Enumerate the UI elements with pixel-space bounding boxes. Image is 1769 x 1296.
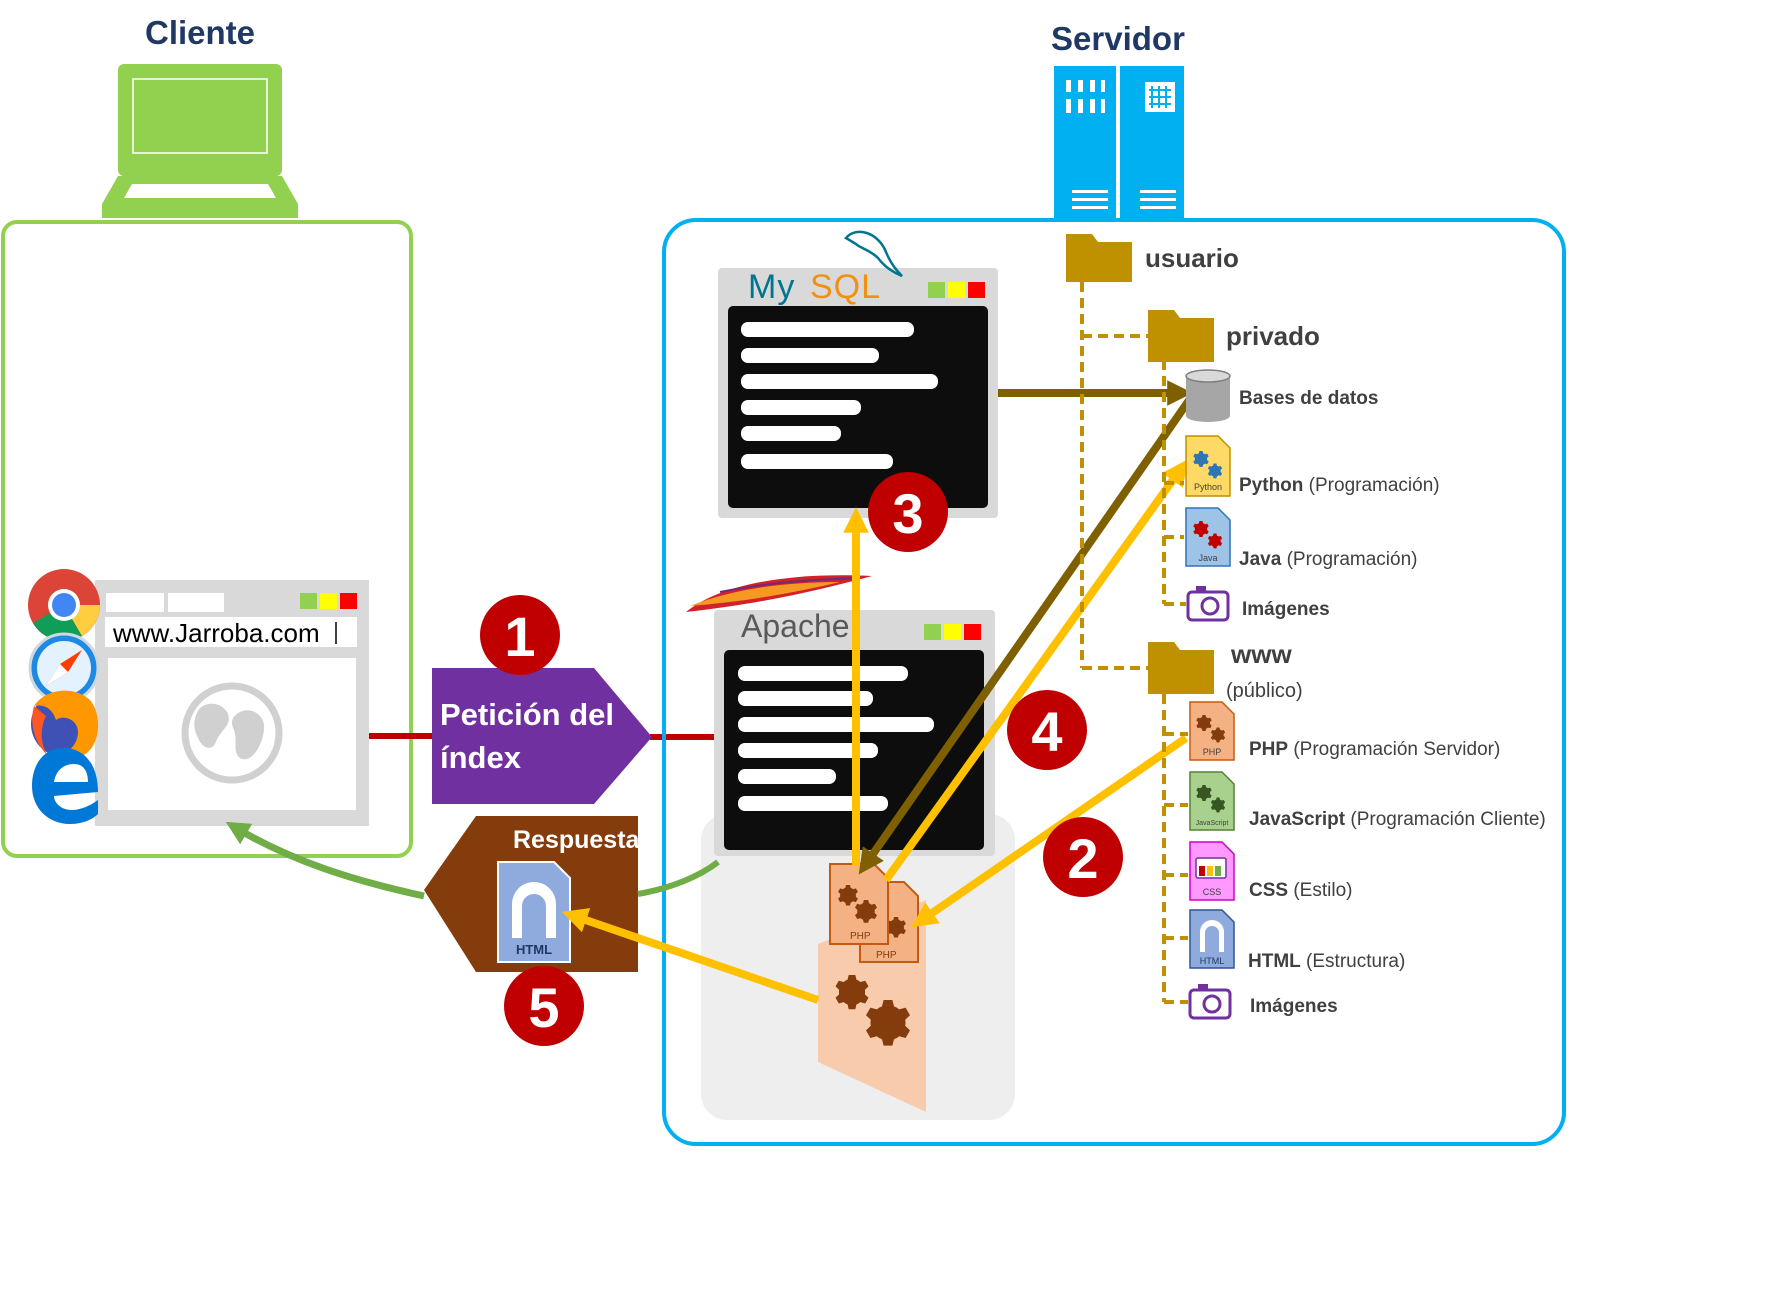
file-java-name: Java (1239, 549, 1282, 570)
step-5-badge: 5 (504, 966, 584, 1046)
step-3-badge: 3 (868, 472, 948, 552)
html-source-file-icon: HTML (1189, 909, 1235, 969)
step-3-number: 3 (892, 482, 923, 545)
mysql-label-my: My (748, 268, 795, 306)
database-icon (1185, 369, 1231, 422)
file-php-label: PHP (Programación Servidor) (1249, 739, 1500, 760)
response-label: Respuesta (513, 826, 641, 854)
html-source-file-icon-label: HTML (1200, 956, 1225, 966)
php-file-front: PHP (829, 863, 889, 945)
step-2-badge: 2 (1043, 817, 1123, 897)
file-css-name: CSS (1249, 880, 1288, 901)
folder-privado-label: privado (1226, 321, 1320, 351)
file-bases-datos-label: Bases de datos (1239, 388, 1378, 409)
php-source-file-icon-label: PHP (1203, 747, 1222, 757)
folder-icon (1066, 234, 1132, 282)
client-title: Cliente (145, 14, 255, 51)
globe-icon (181, 682, 283, 784)
file-imagenes-privado-label: Imágenes (1242, 599, 1330, 620)
edge-icon (32, 748, 98, 824)
css-file-icon-label: CSS (1203, 887, 1222, 897)
file-html-desc: (Estructura) (1306, 951, 1405, 972)
request-arrow: Petición del índex (432, 668, 652, 804)
chrome-icon (28, 569, 100, 641)
apache-feather-icon (686, 575, 872, 612)
php-source-to-apache-arrow (911, 734, 1189, 928)
php-file-back-label: PHP (876, 950, 897, 961)
python-file-icon-label: Python (1194, 482, 1222, 492)
step-1-number: 1 (504, 605, 535, 668)
mysql-logo: My SQL (748, 230, 903, 306)
step-5-number: 5 (528, 976, 559, 1039)
response-to-browser-arrow (225, 821, 425, 900)
database-to-php-arrow (858, 393, 1196, 875)
file-html-label: HTML (Estructura) (1248, 951, 1405, 972)
file-css-desc: (Estilo) (1293, 880, 1352, 901)
server-title: Servidor (1051, 20, 1185, 57)
dolphin-icon (844, 230, 903, 278)
apache-to-response-connector (637, 859, 720, 897)
file-java-desc: (Programación) (1287, 549, 1418, 570)
camera-icon (1186, 586, 1230, 622)
javascript-file-icon-label: JavaScript (1196, 820, 1229, 827)
step-4-number: 4 (1031, 700, 1062, 763)
css-file-icon: CSS (1189, 841, 1235, 901)
file-css-label: CSS (Estilo) (1249, 880, 1352, 901)
browser-window[interactable]: www.Jarroba.com (95, 580, 369, 826)
file-php-desc: (Programación Servidor) (1293, 739, 1500, 760)
file-php-name: PHP (1249, 739, 1288, 760)
html-file-icon-label: HTML (516, 942, 552, 957)
file-tree-lines (1080, 282, 1188, 1004)
firefox-icon (31, 690, 99, 761)
request-label-line1: Petición del (440, 697, 614, 732)
apache-label: Apache (741, 608, 850, 644)
java-file-icon: Java (1185, 507, 1231, 567)
php-to-python-arrow (882, 459, 1188, 883)
safari-icon (28, 632, 100, 704)
java-file-icon-label: Java (1198, 553, 1217, 563)
folder-www-sublabel: (público) (1226, 680, 1303, 702)
folder-usuario-label: usuario (1145, 243, 1239, 273)
mysql-label-sql: SQL (810, 268, 881, 306)
processing-to-response-arrow (561, 908, 820, 1004)
browser-content (108, 658, 356, 810)
html-file-icon: HTML (497, 861, 571, 963)
file-imagenes-www-label: Imágenes (1250, 996, 1338, 1017)
folder-www-label: www (1230, 639, 1292, 669)
mysql-window (718, 268, 998, 518)
folder-icon (1148, 642, 1214, 694)
url-bar[interactable] (105, 617, 357, 647)
step-4-badge: 4 (1007, 690, 1087, 770)
file-javascript-name: JavaScript (1249, 809, 1346, 830)
file-python-name: Python (1239, 475, 1303, 496)
file-javascript-desc: (Programación Cliente) (1350, 809, 1545, 830)
file-java-label: Java (Programación) (1239, 549, 1418, 570)
javascript-file-icon: JavaScript (1189, 771, 1235, 831)
php-source-file-icon: PHP (1189, 701, 1235, 761)
file-javascript-label: JavaScript (Programación Cliente) (1249, 809, 1546, 830)
file-python-desc: (Programación) (1309, 475, 1440, 496)
server-box (662, 218, 1566, 1146)
file-python-label: Python (Programación) (1239, 475, 1440, 496)
step-1-badge: 1 (480, 595, 560, 675)
laptop-icon (102, 64, 298, 218)
python-file-icon: Python (1185, 435, 1231, 497)
php-file-front-label: PHP (850, 931, 871, 942)
folder-icon (1148, 310, 1214, 362)
request-label-line2: índex (440, 740, 522, 775)
server-rack-icon (1054, 66, 1184, 218)
url-text: www.Jarroba.com (112, 618, 320, 648)
file-html-name: HTML (1248, 951, 1301, 972)
response-arrow: Respuesta HTML (424, 816, 641, 972)
camera-icon (1188, 984, 1232, 1020)
step-2-number: 2 (1067, 827, 1098, 890)
client-box (1, 220, 413, 858)
